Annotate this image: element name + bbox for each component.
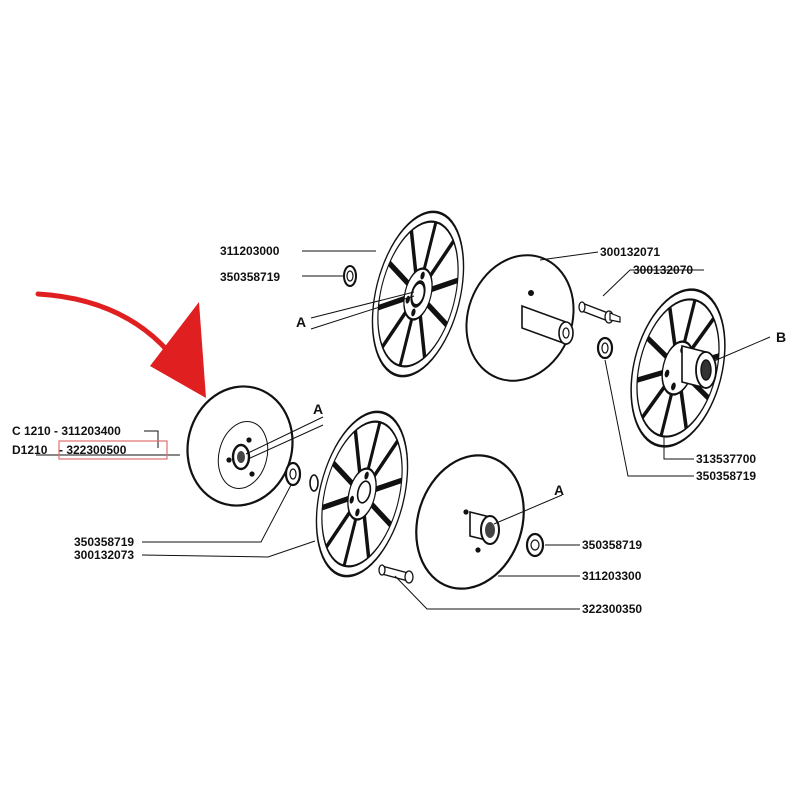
leader-lines	[36, 250, 771, 610]
washer-upper-left	[343, 265, 357, 287]
spoked-wheel-right	[616, 280, 740, 457]
part-labels: 311203000 350358719 300132071 300132070 …	[12, 244, 756, 616]
callout-b: B	[776, 329, 786, 345]
part-number-highlight	[58, 440, 168, 460]
label-350358719-lower-right: 350358719	[582, 538, 642, 552]
washer-lower-left	[284, 461, 302, 487]
spoked-wheel-upper-left	[357, 210, 479, 378]
label-350358719-right: 350358719	[696, 469, 756, 483]
label-300132071: 300132071	[600, 245, 660, 259]
callout-letters: A A A B	[296, 314, 786, 498]
label-322300350: 322300350	[582, 602, 642, 616]
label-313537700: 313537700	[696, 452, 756, 466]
label-311203000: 311203000	[220, 244, 280, 258]
label-350358719-upper: 350358719	[220, 270, 280, 284]
pin-lower	[378, 564, 414, 584]
spoked-wheel-lower	[301, 410, 423, 578]
label-300132070: 300132070	[633, 263, 693, 277]
red-pointer-arrow	[35, 291, 206, 398]
label-300132073: 300132073	[74, 548, 134, 562]
callout-a-upper: A	[296, 314, 306, 330]
washer-lower-right	[525, 532, 545, 558]
label-d1210-code: - 322300500	[59, 443, 127, 457]
disc-with-shaft	[465, 254, 575, 382]
label-d1210-prefix: D1210	[12, 443, 48, 457]
label-c1210: C 1210 - 311203400	[12, 424, 121, 438]
callout-a-lower-right: A	[554, 482, 564, 498]
plain-disc-lower-left	[186, 385, 294, 507]
pin-upper	[578, 301, 621, 324]
washer-right	[596, 336, 614, 360]
label-311203300: 311203300	[582, 569, 642, 583]
label-350358719-lower-left: 350358719	[74, 535, 134, 549]
disc-with-boss-lower	[415, 454, 525, 590]
callout-a-lower-left: A	[313, 401, 323, 417]
